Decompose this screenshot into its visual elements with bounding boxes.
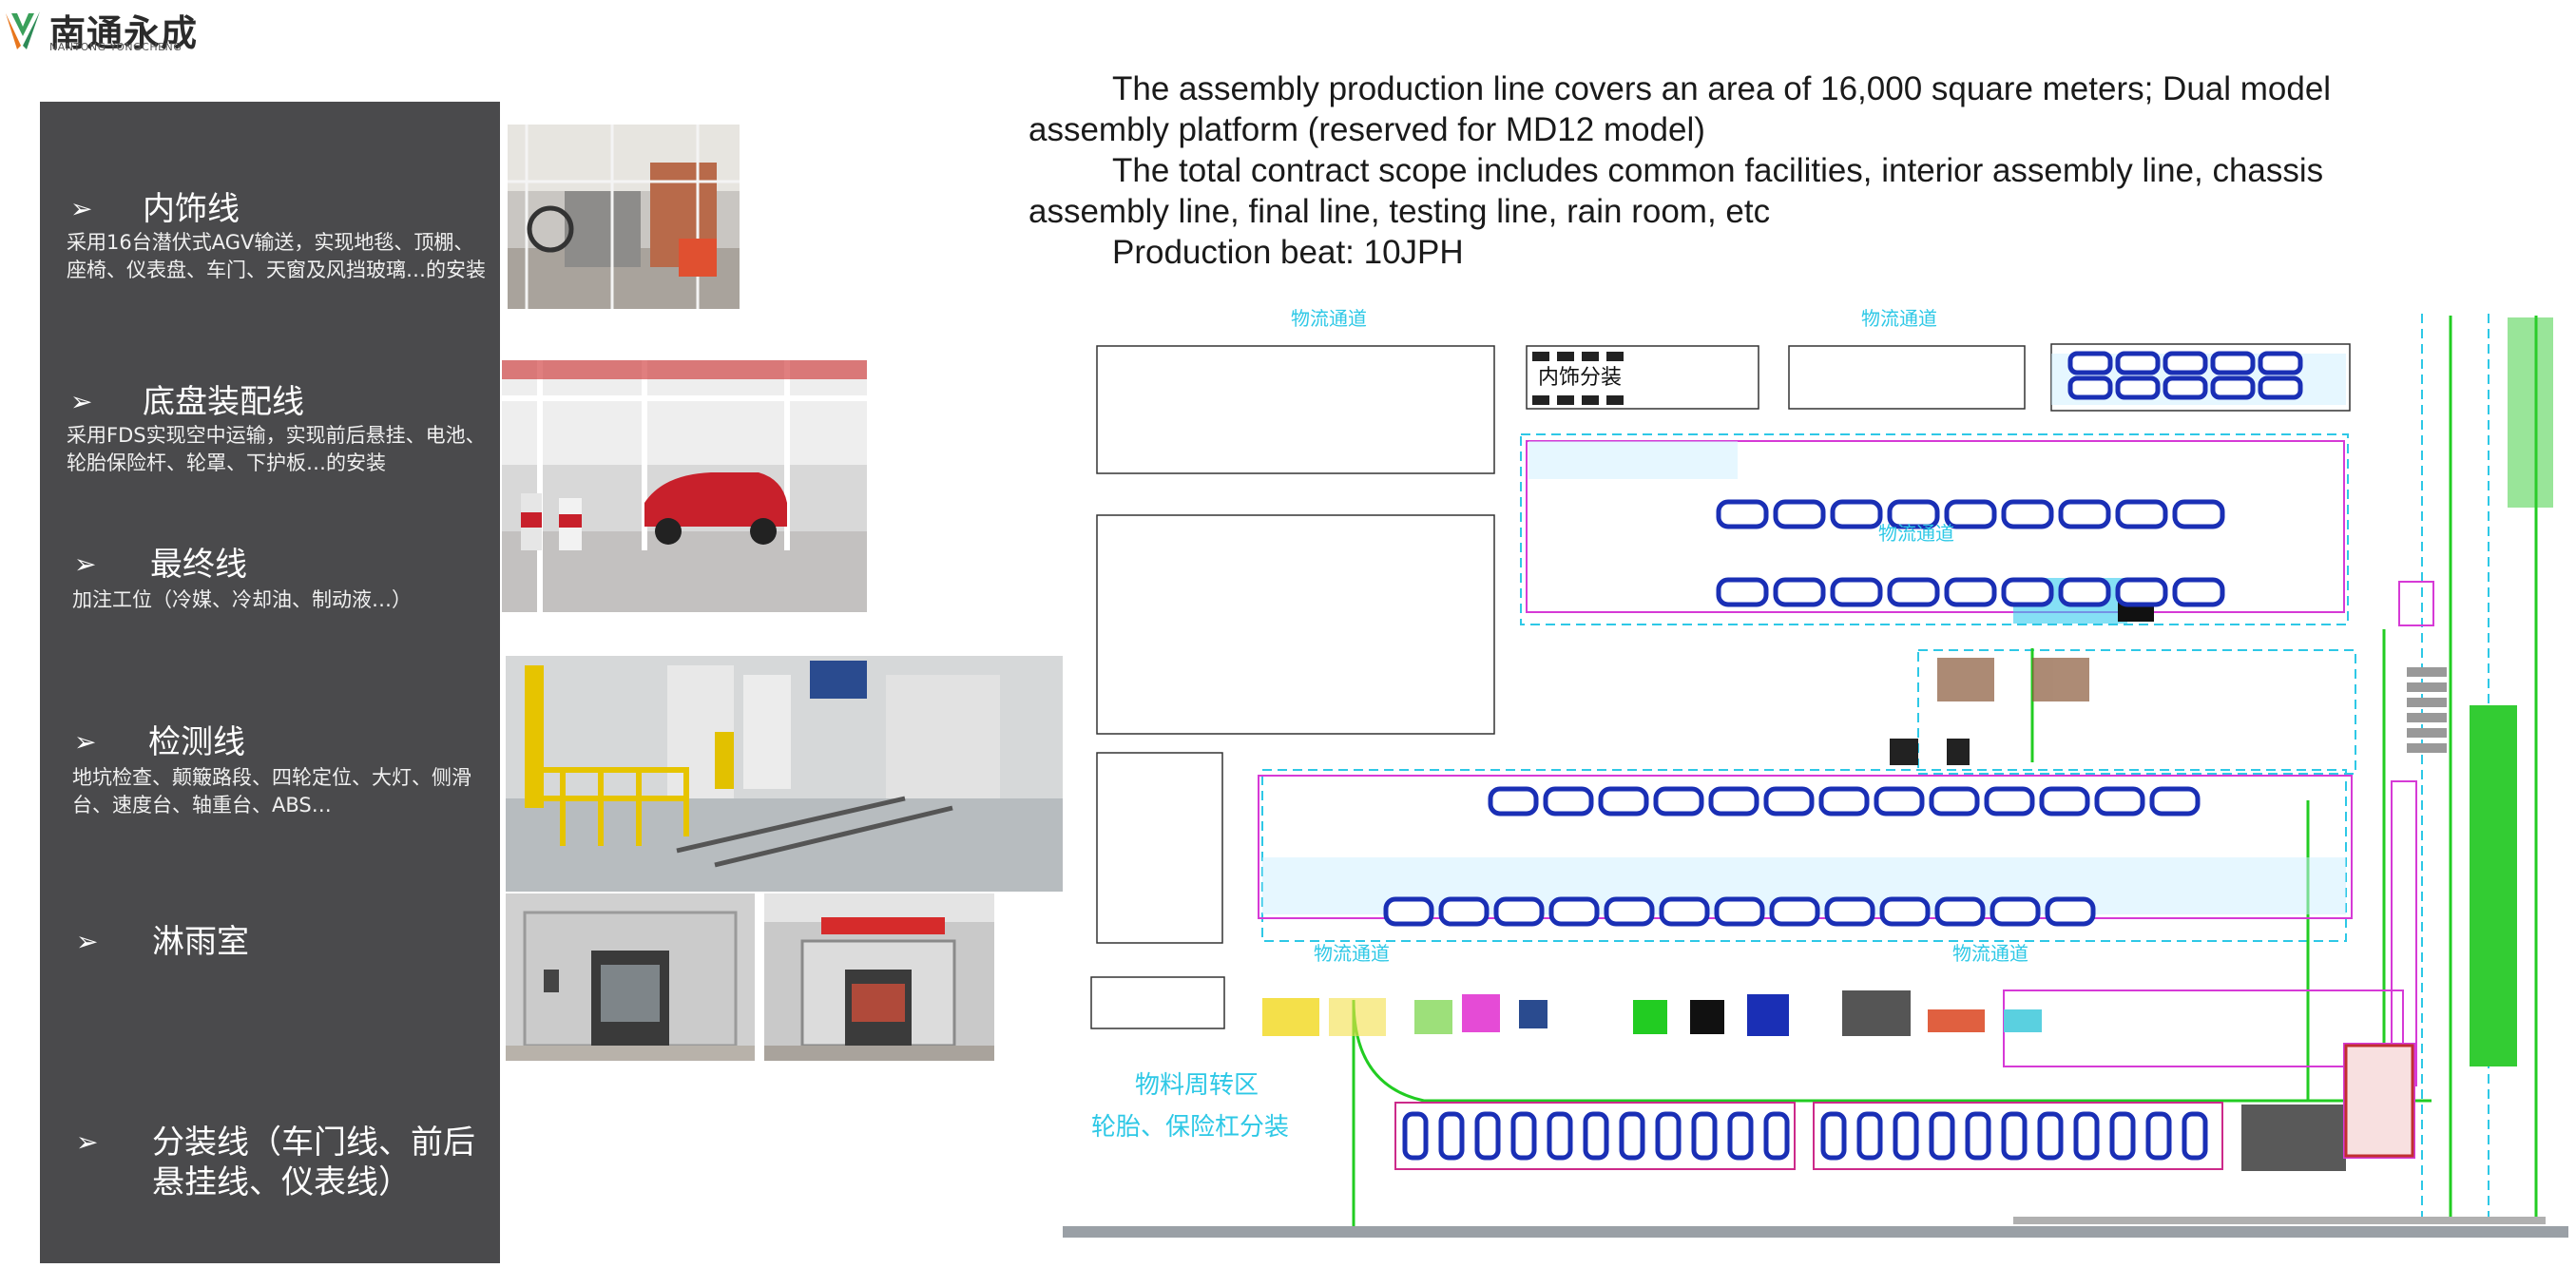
floor-plan-drawing: 物流通道 物流通道 内饰分装 物流通道 物流通道 物流通道 物料周转区 轮胎、保… — [1063, 306, 2568, 1238]
section-title: 最终线 — [150, 546, 247, 584]
logo-name-en: NANTONG YONGCHENG — [49, 41, 183, 53]
photo-chassis-line — [502, 360, 867, 612]
logo-name-cn: 南通永成 — [49, 12, 199, 54]
section-description: 加注工位（冷媒、冷却油、制动液…） — [72, 588, 412, 611]
section-description: 采用FDS实现空中运输，实现前后悬挂、电池、轮胎保险杆、轮罩、下护板…的安装 — [67, 424, 486, 474]
intro-text: The assembly production line covers an a… — [1028, 68, 2378, 273]
logo-mark-icon — [6, 11, 40, 49]
section-title: 分装线（车门线、前后悬挂线、仪表线） — [152, 1124, 475, 1201]
assembly-floor-plan: 物流通道 物流通道 内饰分装 物流通道 物流通道 物流通道 物料周转区 轮胎、保… — [1063, 306, 2568, 1238]
label-channel-middle: 物流通道 — [1878, 522, 1954, 545]
label-material-area: 物料周转区 — [1135, 1071, 1259, 1100]
arrow-bullet-icon: ➢ — [74, 548, 97, 580]
arrow-bullet-icon: ➢ — [70, 193, 93, 224]
intro-paragraph-scope: The total contract scope includes common… — [1028, 152, 2324, 230]
section-title: 内饰线 — [143, 190, 240, 228]
photo-testing-line — [506, 656, 1070, 892]
section-description: 采用16台潜伏式AGV输送，实现地毯、顶棚、座椅、仪表盘、车门、天窗及风挡玻璃…… — [67, 231, 486, 281]
arrow-bullet-icon: ➢ — [76, 926, 99, 957]
label-tire-bumper-subassembly: 轮胎、保险杠分装 — [1091, 1113, 1289, 1142]
arrow-bullet-icon: ➢ — [74, 726, 97, 758]
photo-rain-room-1 — [506, 893, 755, 1061]
section-description: 地坑检查、颠簸路段、四轮定位、大灯、侧滑台、速度台、轴重台、ABS… — [72, 766, 471, 817]
production-lines-panel: ➢ 内饰线 采用16台潜伏式AGV输送，实现地毯、顶棚、座椅、仪表盘、车门、天窗… — [40, 102, 500, 1263]
label-interior-subassembly: 内饰分装 — [1538, 366, 1622, 390]
label-channel-lower-left: 物流通道 — [1314, 942, 1390, 965]
label-channel-top-right: 物流通道 — [1861, 307, 1937, 330]
arrow-bullet-icon: ➢ — [70, 386, 93, 417]
intro-paragraph-beat: Production beat: 10JPH — [1112, 234, 1464, 271]
section-title: 检测线 — [148, 723, 245, 761]
section-title: 底盘装配线 — [143, 383, 304, 421]
section-title: 淋雨室 — [152, 923, 249, 961]
intro-paragraph-area: The assembly production line covers an a… — [1028, 70, 2332, 148]
photo-interior-line — [508, 125, 740, 309]
company-logo: 南通永成 NANTONG YONGCHENG — [0, 0, 219, 55]
label-channel-lower-right: 物流通道 — [1952, 942, 2028, 965]
label-channel-top-left: 物流通道 — [1291, 307, 1367, 330]
arrow-bullet-icon: ➢ — [76, 1126, 99, 1158]
photo-rain-room-2 — [764, 893, 994, 1061]
